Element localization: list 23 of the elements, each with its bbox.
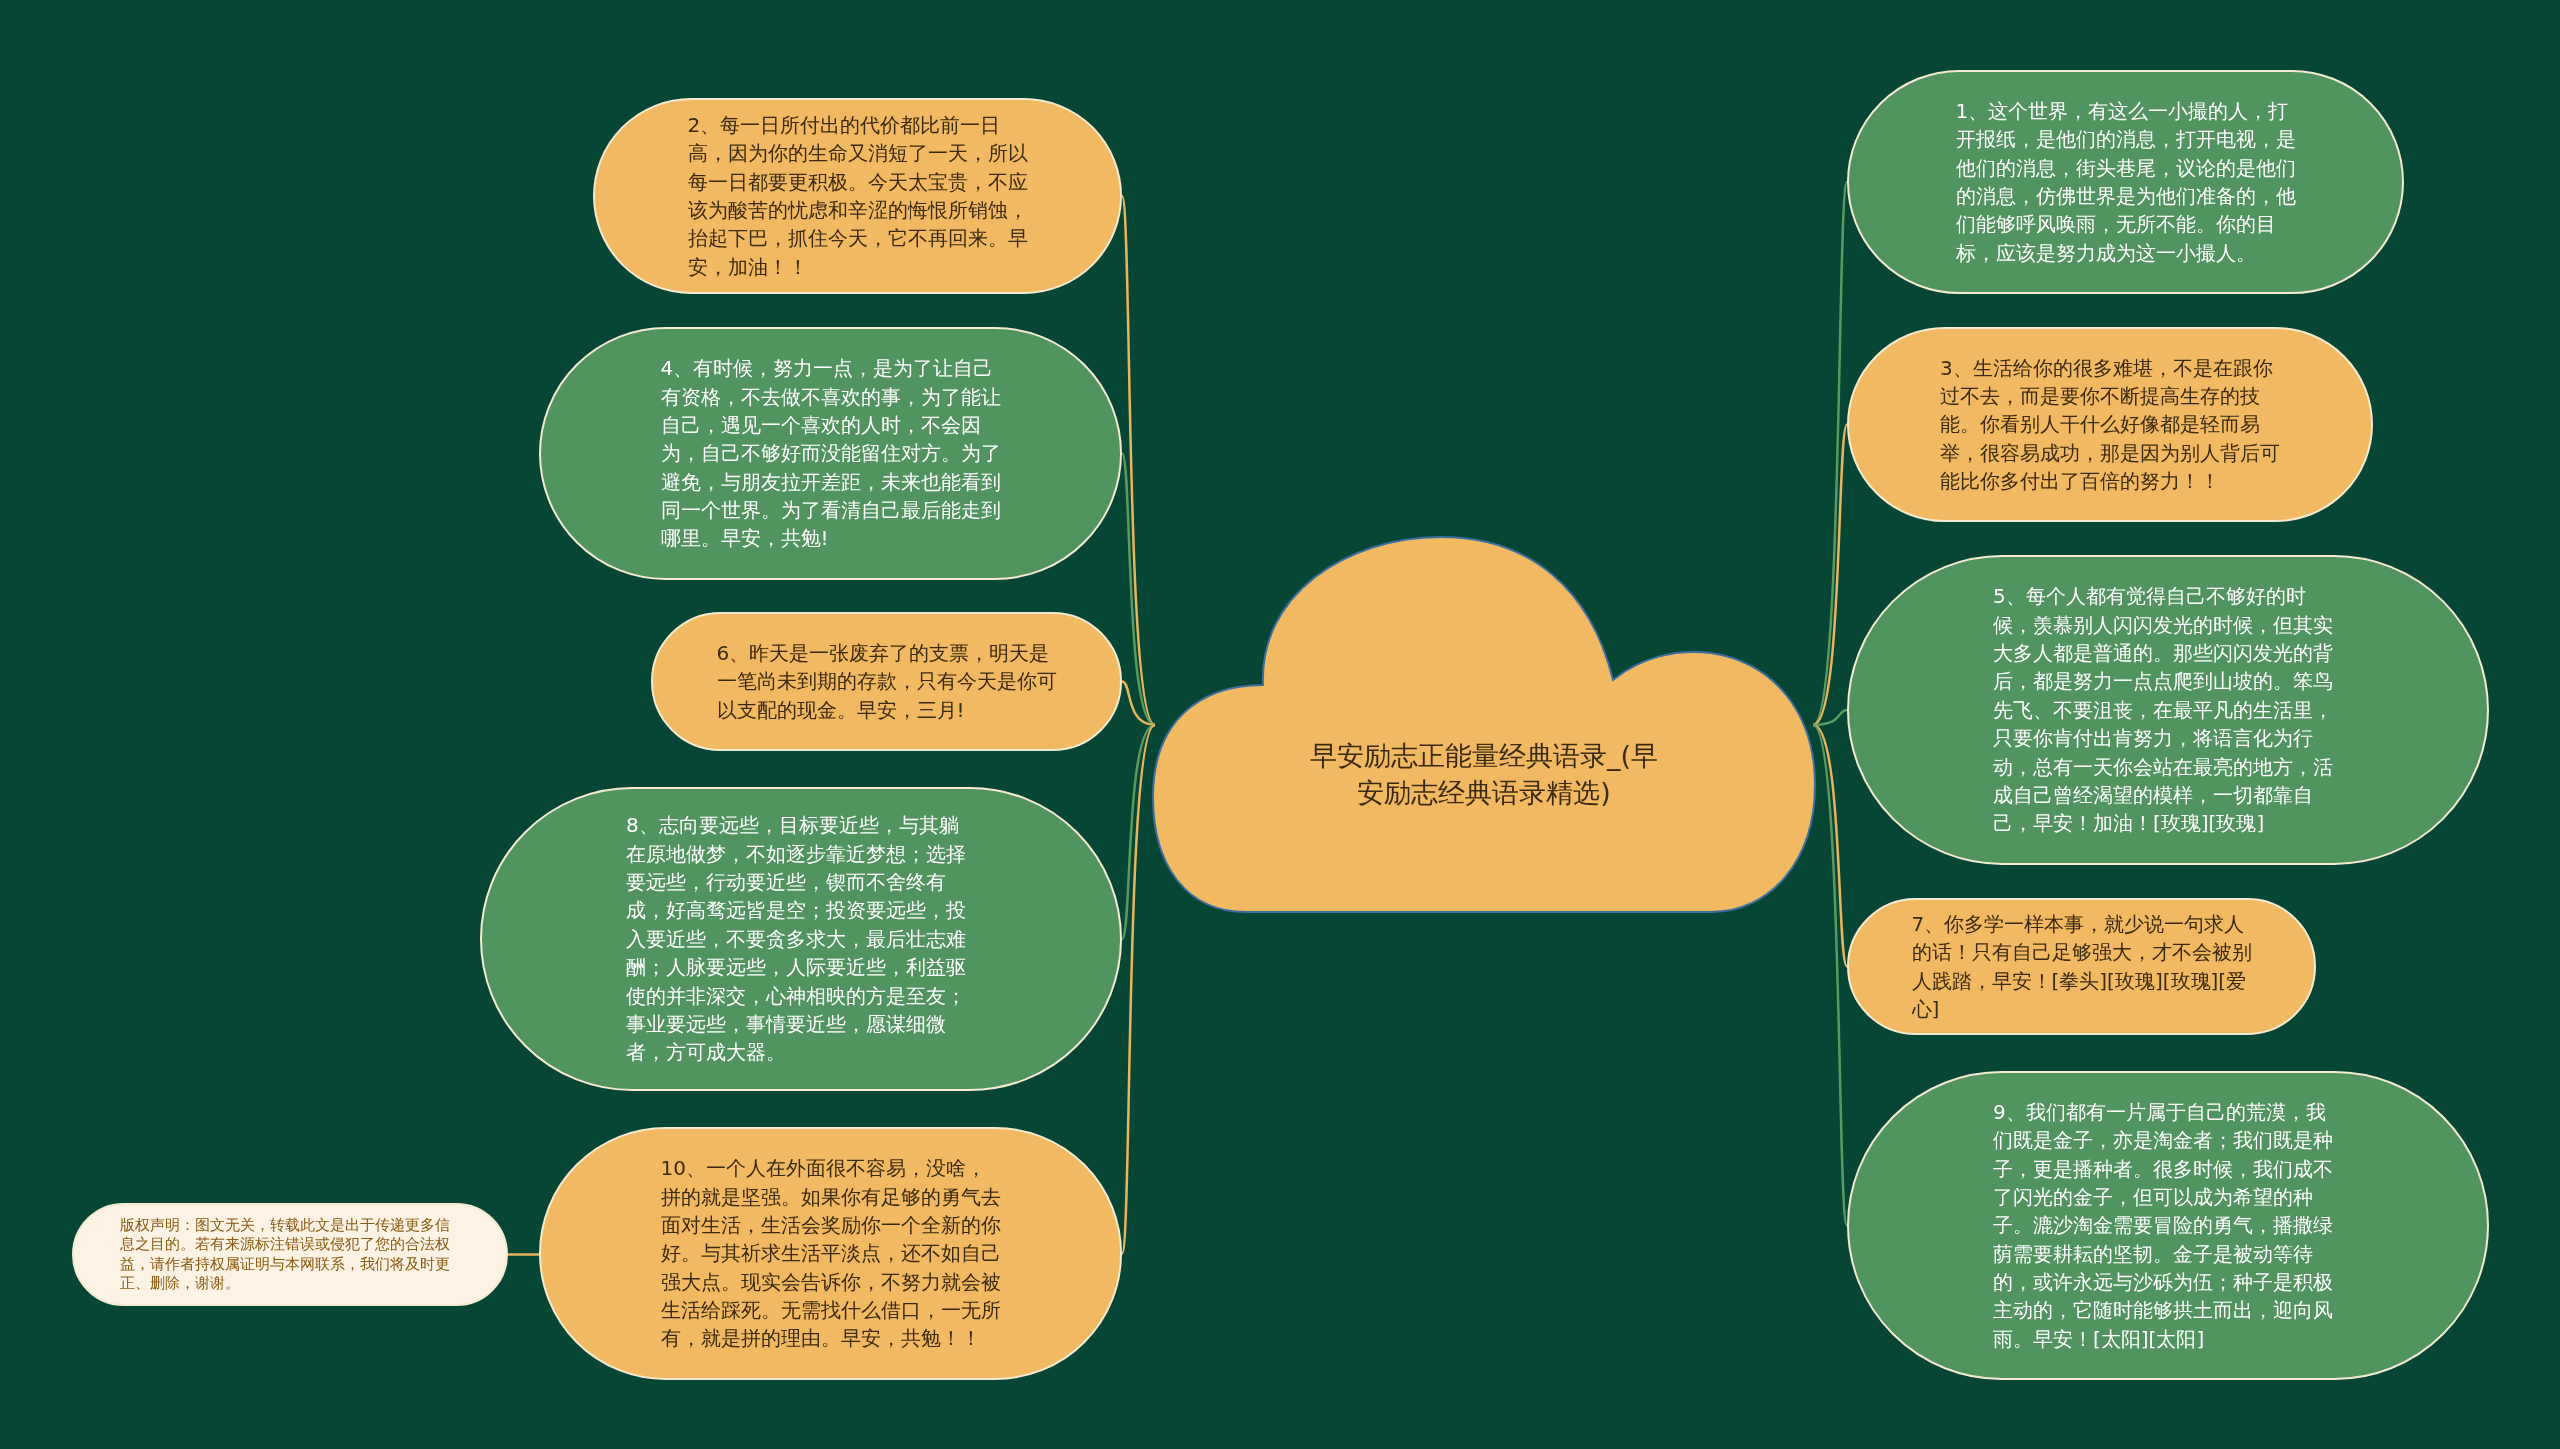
quote-text: 2、每一日所付出的代价都比前一日高，因为你的生命又消短了一天，所以每一日都要更积极。今天太宝贵，不应该为酸苦的忧虑和辛涩的悔恨所销蚀，抬起下巴，抓住今天，它不再回来。早安，加油！！ — [687, 111, 1028, 281]
quote-text: 10、一个人在外面很不容易，没啥，拼的就是坚强。如果你有足够的勇气去面对生活，生活会奖励你一个全新的你好。与其祈求生活平淡点，还不如自己强大点。现实会告诉你，不努力就会被生活给踩死。无需找什么借口，一无所有，就是拼的理由。早安，共勉！！ — [660, 1155, 1001, 1353]
central-title: 早安励志正能量经典语录_(早安励志经典语录精选) — [1308, 739, 1659, 810]
cloud-shape — [1151, 535, 1817, 914]
quote-bubble — [1847, 70, 2404, 294]
quote-text: 3、生活给你的很多难堪，不是在跟你过不去，而是要你不断提高生存的技能。你看别人干什么好像都是轻而易举，很容易成功，那是因为别人背后可能比你多付出了百倍的努力！！ — [1940, 354, 2280, 496]
connector-line — [1120, 723, 1156, 940]
connector-line — [1120, 453, 1156, 726]
connector-line — [1121, 680, 1156, 727]
connector-line — [1120, 724, 1157, 1254]
connector-line — [508, 1253, 539, 1256]
quote-text: 5、每个人都有觉得自己不够好的时候，羡慕别人闪闪发光的时候，但其实大多人都是普通的。那些闪闪发光的背后，都是努力一点点爬到山坡的。笨鸟先飞、不要沮丧，在最平凡的生活里，只要你肯付出肯努力，将语言化为行动，总有一天你会站在最亮的地方，活成自己曾经渴望的模样，一切都靠自己，早安！加油！[玫瑰][玫瑰] — [1993, 583, 2334, 838]
connector-line — [1812, 723, 1849, 968]
copyright-text: 版权声明：图文无关，转载此文是出于传递更多信息之目的。若有来源标注错误或侵犯了您的合法权益，请作者持权属证明与本网联系，我们将及时更正、删除，谢谢。 — [120, 1215, 451, 1294]
quote-text: 8、志向要远些，目标要近些，与其躺在原地做梦，不如逐步靠近梦想；选择要远些，行动要近些，锲而不舍终有成，好高骛远皆是空；投资要远些，投入要近些，不要贪多求大，最后壮志难酬；人脉要远些，人际要近些，利益驱使的并非深交，心神相映的方是至友；事业要远些，事情要近些，愿谋细微者，方可成大器。 — [626, 812, 967, 1067]
quote-text: 1、这个世界，有这么一小撮的人，打开报纸，是他们的消息，打开电视，是他们的消息，街头巷尾，议论的是他们的消息，仿佛世界是为他们准备的，他们能够呼风唤雨，无所不能。你的目标，应该是努力成为这一小撮人。 — [1955, 97, 2296, 267]
quote-bubble — [593, 98, 1122, 294]
quote-text: 7、你多学一样本事，就少说一句求人的话！只有自己足够强大，才不会被别人践踏，早安！[拳头][玫瑰][玫瑰][爱心] — [1911, 910, 2252, 1023]
quote-text: 6、昨天是一张废弃了的支票，明天是一笔尚未到期的存款，只有今天是你可以支配的现金。早安，三月! — [716, 639, 1057, 724]
quote-text: 9、我们都有一片属于自己的荒漠，我们既是金子，亦是淘金者；我们既是种子，更是播种者。很多时候，我们成不了闪光的金子，但可以成为希望的种子。漉沙淘金需要冒险的勇气，播撒绿荫需要耕耘的坚韧。金子是被动等待的，或许永远与沙砾为伍；种子是积极主动的，它随时能够拱土而出，迎向风雨。早安！[太阳][太阳] — [1993, 1098, 2334, 1353]
connector-line — [1812, 424, 1849, 726]
connector-line — [1811, 724, 1849, 1226]
quote-text: 4、有时候，努力一点，是为了让自己有资格，不去做不喜欢的事，为了能让自己，遇见一个喜欢的人时，不会因为，自己不够好而没能留住对方。为了避免，与朋友拉开差距，未来也能看到同一个世界。为了看清自己最后能走到哪里。早安，共勉! — [660, 355, 1001, 553]
